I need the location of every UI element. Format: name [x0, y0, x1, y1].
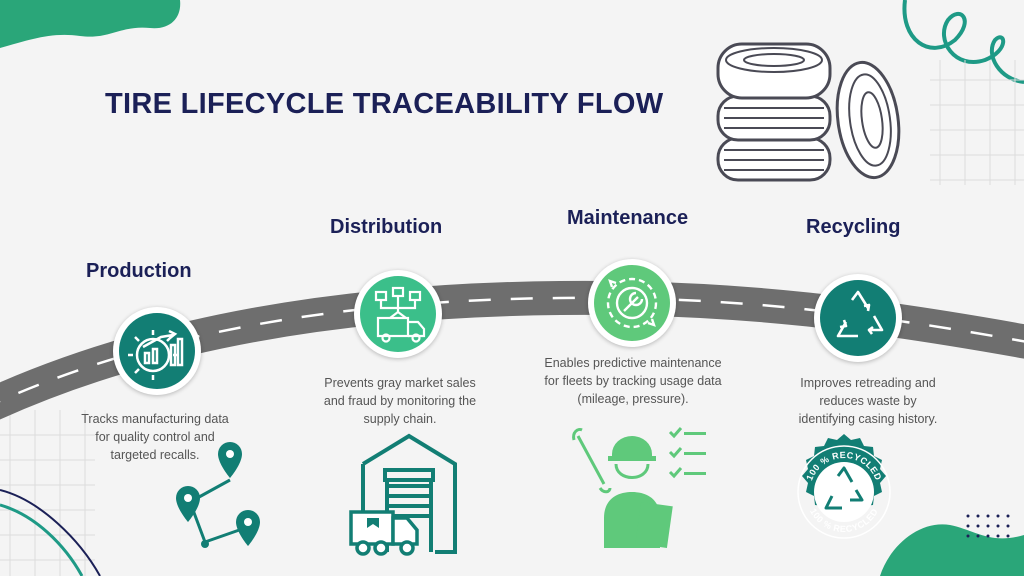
desc-line: Prevents gray market sales	[324, 376, 476, 390]
desc-line: Enables predictive maintenance	[544, 356, 722, 370]
stage-title-recycling: Recycling	[806, 216, 901, 238]
desc-line: Improves retreading and	[800, 376, 936, 390]
warehouse-truck-icon	[349, 433, 457, 556]
desc-line: identifying casing history.	[798, 412, 938, 426]
desc-line: Tracks manufacturing data	[81, 412, 229, 426]
recycle-icon	[836, 290, 884, 338]
desc-line: supply chain.	[363, 412, 437, 426]
page-title: TIRE LIFECYCLE TRACEABILITY FLOW	[105, 88, 664, 120]
stage-title-maintenance: Maintenance	[567, 207, 689, 229]
stage-node-recycling	[814, 274, 902, 362]
stage-node-production	[113, 307, 201, 395]
stage-desc-maintenance: Enables predictive maintenance for fleet…	[528, 354, 738, 408]
tire-stack-icon	[716, 42, 901, 182]
delivery-truck-network-icon	[374, 286, 426, 343]
map-route-pins-icon	[176, 442, 260, 548]
stage-node-maintenance	[588, 259, 676, 347]
desc-line: for quality control and	[95, 430, 215, 444]
gear-chart-icon	[128, 329, 184, 380]
stage-desc-production: Tracks manufacturing data for quality co…	[70, 410, 240, 464]
stage-title-distribution: Distribution	[330, 216, 443, 238]
stage-node-distribution	[354, 270, 442, 358]
recycled-badge-icon: 100 % RECYCLED 100 % RECYCLED	[797, 434, 891, 539]
desc-line: for fleets by tracking usage data	[544, 374, 722, 388]
stage-desc-recycling: Improves retreading and reduces waste by…	[778, 374, 958, 428]
desc-line: and fraud by monitoring the	[323, 394, 477, 408]
desc-line: targeted recalls.	[110, 448, 200, 462]
desc-line: (mileage, pressure).	[577, 392, 689, 406]
desc-line: reduces waste by	[819, 394, 917, 408]
stage-title-production: Production	[86, 260, 192, 282]
wrench-gear-icon	[606, 277, 658, 329]
stage-desc-distribution: Prevents gray market sales and fraud by …	[300, 374, 500, 428]
engineer-checklist-icon	[572, 427, 706, 549]
